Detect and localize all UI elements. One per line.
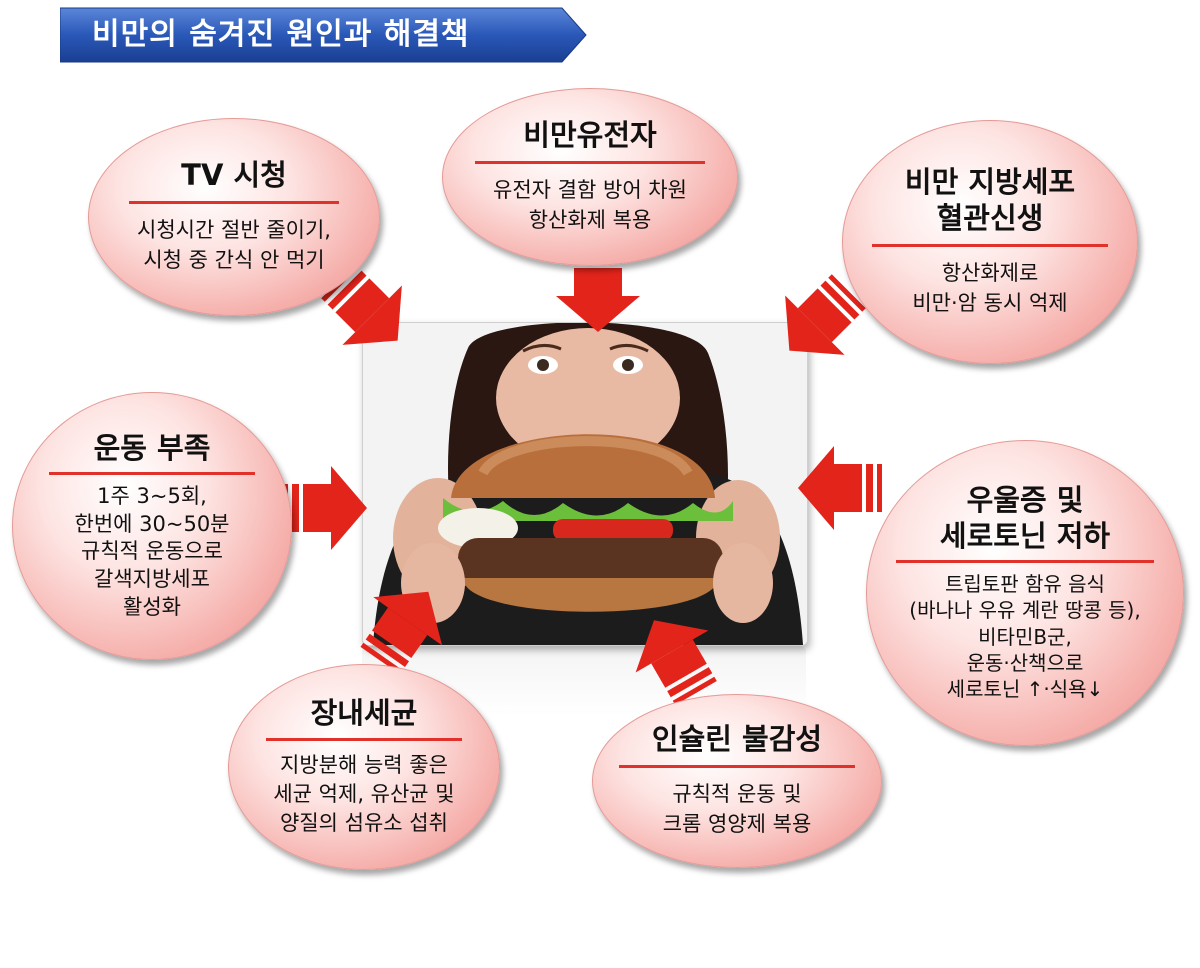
bubble-exercise-title: 운동 부족 <box>93 430 211 465</box>
bubble-exercise-line: 활성화 <box>123 594 181 619</box>
bubble-depression: 우울증 및 세로토닌 저하 트립토판 함유 음식 (바나나 우유 계란 땅콩 등… <box>866 440 1184 746</box>
arrow-from-exercise <box>283 466 367 550</box>
arrow-from-depression <box>798 446 882 530</box>
bubble-insulin-divider <box>619 765 855 769</box>
bubble-gene: 비만유전자 유전자 결함 방어 차원 항산화제 복용 <box>442 88 738 266</box>
bubble-fatcell-title: 비만 지방세포 <box>904 165 1076 200</box>
bubble-depression-title: 우울증 및 <box>966 483 1084 518</box>
bubble-gut-line: 양질의 섬유소 섭취 <box>280 810 448 835</box>
bubble-fatcell-line: 비만·암 동시 억제 <box>912 290 1068 315</box>
bubble-exercise-line: 규칙적 운동으로 <box>81 539 223 564</box>
bubble-depression-line: 비타민B군, <box>978 624 1072 649</box>
bubble-depression-title: 세로토닌 저하 <box>939 518 1111 553</box>
bubble-fatcell-line: 항산화제로 <box>941 261 1039 286</box>
bubble-tv-title: TV 시청 <box>181 158 287 192</box>
bubble-gene-line: 항산화제 복용 <box>528 208 652 233</box>
bubble-tv: TV 시청 시청시간 절반 줄이기, 시청 중 간식 안 먹기 <box>88 118 380 316</box>
bubble-insulin-line: 규칙적 운동 및 <box>672 782 802 807</box>
bubble-tv-divider <box>129 201 339 205</box>
bubble-exercise: 운동 부족 1주 3~5회, 한번에 30~50분 규칙적 운동으로 갈색지방세… <box>12 392 292 660</box>
bubble-depression-line: 운동·산책으로 <box>966 651 1084 676</box>
bubble-depression-line: (바나나 우유 계란 땅콩 등), <box>909 598 1141 623</box>
photo-frame <box>362 322 808 646</box>
person-eating-burger-photo <box>373 322 803 645</box>
bubble-insulin-title: 인슐린 불감성 <box>651 722 823 756</box>
bubble-tv-line: 시청 중 간식 안 먹기 <box>143 248 325 273</box>
title-banner: 비만의 숨겨진 원인과 해결책 <box>60 6 590 64</box>
bubble-gene-title: 비만유전자 <box>523 118 657 152</box>
bubble-gut-title: 장내세균 <box>310 696 418 731</box>
bubble-depression-divider <box>896 559 1154 563</box>
bubble-gut-line: 지방분해 능력 좋은 <box>280 752 448 777</box>
bubble-exercise-line: 1주 3~5회, <box>97 483 207 508</box>
bubble-exercise-line: 한번에 30~50분 <box>74 511 230 536</box>
bubble-gut-divider <box>266 737 462 741</box>
bubble-depression-line: 세로토닌 ↑·식욕↓ <box>946 677 1104 702</box>
bubble-gene-line: 유전자 결함 방어 차원 <box>493 178 687 203</box>
bubble-fatcell: 비만 지방세포 혈관신생 항산화제로 비만·암 동시 억제 <box>842 120 1138 364</box>
bubble-insulin: 인슐린 불감성 규칙적 운동 및 크롬 영양제 복용 <box>592 694 882 868</box>
bubble-gene-divider <box>475 161 705 165</box>
banner-shape <box>60 7 587 63</box>
bubble-depression-line: 트립토판 함유 음식 <box>945 571 1105 596</box>
bubble-gut: 장내세균 지방분해 능력 좋은 세균 억제, 유산균 및 양질의 섬유소 섭취 <box>228 664 500 870</box>
bubble-exercise-line: 갈색지방세포 <box>94 567 210 592</box>
bubble-insulin-line: 크롬 영양제 복용 <box>662 812 812 837</box>
bubble-fatcell-title: 혈관신생 <box>936 200 1044 235</box>
bubble-fatcell-divider <box>872 244 1108 248</box>
bubble-exercise-divider <box>49 471 255 475</box>
bubble-tv-line: 시청시간 절반 줄이기, <box>137 218 331 243</box>
bubble-gut-line: 세균 억제, 유산균 및 <box>273 781 455 806</box>
page-title: 비만의 숨겨진 원인과 해결책 <box>92 17 470 52</box>
